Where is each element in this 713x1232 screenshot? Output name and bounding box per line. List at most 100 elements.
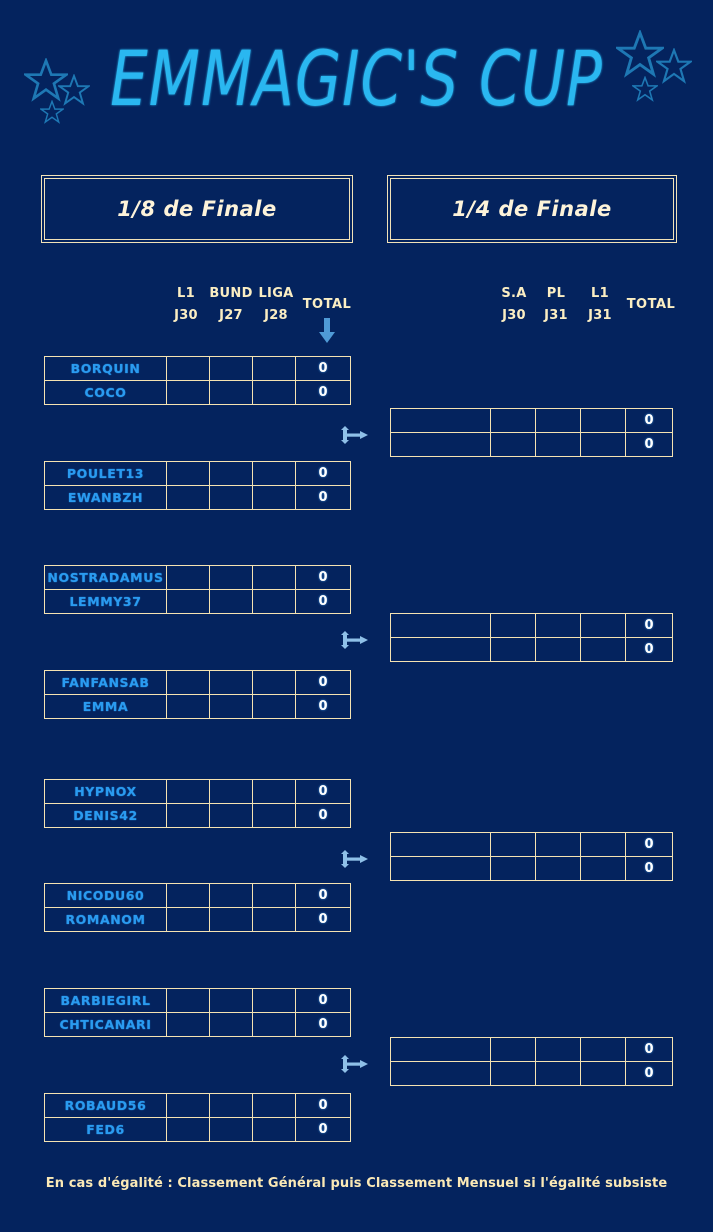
score-cell[interactable]: [166, 694, 210, 719]
score-cell[interactable]: [580, 613, 626, 638]
player-name-cell[interactable]: [390, 637, 491, 662]
score-cell[interactable]: [209, 1117, 253, 1142]
score-cell[interactable]: [252, 803, 296, 828]
player-name-cell[interactable]: CHTICANARI: [44, 1012, 167, 1037]
score-cell[interactable]: [490, 613, 536, 638]
player-name-cell[interactable]: FANFANSAB: [44, 670, 167, 695]
score-cell[interactable]: [580, 432, 626, 457]
score-cell[interactable]: [535, 408, 581, 433]
player-name-cell[interactable]: [390, 432, 491, 457]
score-cell[interactable]: [209, 461, 253, 486]
player-name-cell[interactable]: [390, 613, 491, 638]
score-cell[interactable]: [490, 637, 536, 662]
player-name-cell[interactable]: COCO: [44, 380, 167, 405]
player-name-cell[interactable]: EMMA: [44, 694, 167, 719]
player-name-cell[interactable]: LEMMY37: [44, 589, 167, 614]
score-cell[interactable]: [535, 637, 581, 662]
score-cell[interactable]: [166, 565, 210, 590]
player-name-cell[interactable]: FED6: [44, 1117, 167, 1142]
score-cell[interactable]: [252, 461, 296, 486]
score-cell[interactable]: [209, 589, 253, 614]
player-name-cell[interactable]: NOSTRADAMUS: [44, 565, 167, 590]
score-cell[interactable]: [490, 1037, 536, 1062]
score-cell[interactable]: [166, 356, 210, 381]
score-cell[interactable]: [209, 883, 253, 908]
score-cell[interactable]: [209, 356, 253, 381]
player-name-cell[interactable]: ROBAUD56: [44, 1093, 167, 1118]
score-cell[interactable]: [580, 1037, 626, 1062]
score-cell[interactable]: [490, 1061, 536, 1086]
player-name-cell[interactable]: HYPNOX: [44, 779, 167, 804]
score-cell[interactable]: [535, 432, 581, 457]
player-name-cell[interactable]: [390, 1037, 491, 1062]
score-cell[interactable]: [209, 1012, 253, 1037]
score-cell[interactable]: [490, 832, 536, 857]
score-cell[interactable]: [252, 907, 296, 932]
score-cell[interactable]: [535, 1037, 581, 1062]
score-cell[interactable]: [166, 461, 210, 486]
score-cell[interactable]: [535, 1061, 581, 1086]
score-cell[interactable]: [209, 803, 253, 828]
score-cell[interactable]: [252, 485, 296, 510]
score-cell[interactable]: [490, 856, 536, 881]
score-cell[interactable]: [252, 380, 296, 405]
player-name-cell[interactable]: [390, 856, 491, 881]
player-name-cell[interactable]: BORQUIN: [44, 356, 167, 381]
score-cell[interactable]: [209, 485, 253, 510]
score-cell[interactable]: [580, 637, 626, 662]
score-cell[interactable]: [535, 856, 581, 881]
score-cell[interactable]: [490, 432, 536, 457]
score-cell[interactable]: [252, 565, 296, 590]
score-cell[interactable]: [252, 1093, 296, 1118]
player-name-cell[interactable]: ROMANOM: [44, 907, 167, 932]
score-cell[interactable]: [535, 613, 581, 638]
score-cell[interactable]: [166, 803, 210, 828]
score-cell[interactable]: [580, 1061, 626, 1086]
star-icon: [58, 74, 90, 106]
score-cell[interactable]: [209, 694, 253, 719]
score-cell[interactable]: [209, 1093, 253, 1118]
score-cell[interactable]: [166, 1093, 210, 1118]
score-cell[interactable]: [252, 670, 296, 695]
score-cell[interactable]: [166, 883, 210, 908]
score-cell[interactable]: [252, 589, 296, 614]
player-name-cell[interactable]: DENIS42: [44, 803, 167, 828]
player-name-cell[interactable]: [390, 832, 491, 857]
score-cell[interactable]: [209, 380, 253, 405]
player-name-cell[interactable]: POULET13: [44, 461, 167, 486]
score-cell[interactable]: [490, 408, 536, 433]
score-cell[interactable]: [252, 883, 296, 908]
score-cell[interactable]: [209, 565, 253, 590]
score-cell[interactable]: [535, 832, 581, 857]
player-name-cell[interactable]: EWANBZH: [44, 485, 167, 510]
score-cell[interactable]: [166, 1117, 210, 1142]
player-name-cell[interactable]: NICODU60: [44, 883, 167, 908]
score-cell[interactable]: [252, 694, 296, 719]
score-cell[interactable]: [252, 1012, 296, 1037]
score-cell[interactable]: [252, 779, 296, 804]
score-cell[interactable]: [166, 589, 210, 614]
score-cell[interactable]: [166, 380, 210, 405]
player-name-cell[interactable]: BARBIEGIRL: [44, 988, 167, 1013]
score-cell[interactable]: [166, 907, 210, 932]
score-cell[interactable]: [580, 832, 626, 857]
score-cell[interactable]: [166, 779, 210, 804]
score-cell[interactable]: [252, 988, 296, 1013]
score-cell[interactable]: [580, 408, 626, 433]
score-cell[interactable]: [252, 1117, 296, 1142]
score-cell[interactable]: [166, 1012, 210, 1037]
score-cell[interactable]: [209, 907, 253, 932]
score-cell[interactable]: [209, 670, 253, 695]
player-name-cell[interactable]: [390, 408, 491, 433]
score-cell[interactable]: [166, 670, 210, 695]
score-cell[interactable]: [166, 988, 210, 1013]
score-cell[interactable]: [252, 356, 296, 381]
score-cell[interactable]: [166, 485, 210, 510]
score-cell[interactable]: [580, 856, 626, 881]
score-cell[interactable]: [209, 988, 253, 1013]
player-name-cell[interactable]: [390, 1061, 491, 1086]
score-cell[interactable]: [209, 779, 253, 804]
